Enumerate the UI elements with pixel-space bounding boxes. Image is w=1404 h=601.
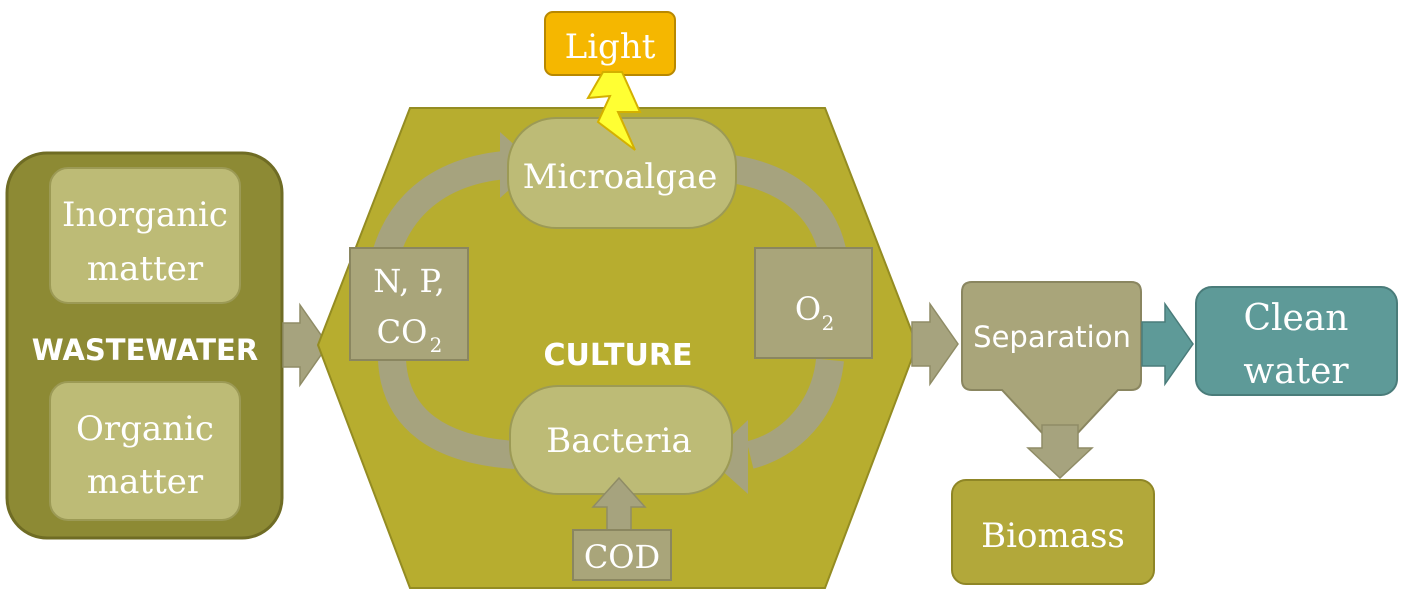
organic-matter-label-line1: Organic (76, 409, 214, 449)
culture-panel: Microalgae Bacteria N, P, CO 2 O 2 CULTU… (316, 107, 919, 589)
inorganic-matter-label-line1: Inorganic (62, 195, 228, 235)
arrow-to-separation (911, 301, 959, 387)
biomass-label: Biomass (981, 516, 1125, 556)
cod-label: COD (584, 538, 660, 576)
separation-label: Separation (973, 320, 1131, 354)
microalgae-label: Microalgae (523, 157, 718, 197)
biomass-box (951, 479, 1155, 585)
arrow-to-clean-water (1141, 301, 1194, 387)
inorganic-matter-box (49, 167, 241, 304)
oxygen-box (754, 247, 873, 359)
arrow-to-culture (282, 302, 329, 388)
inorganic-matter-label-line2: matter (87, 249, 204, 289)
oxygen-subscript: 2 (822, 311, 835, 335)
nutrients-label-line1: N, P, (373, 262, 445, 300)
arrow-to-biomass (1026, 424, 1094, 480)
cycle-arrow-right-upper (722, 154, 846, 254)
bacteria-label: Bacteria (546, 421, 691, 461)
cycle-arrow-right-lower (746, 358, 844, 469)
microalgae-box (507, 117, 737, 229)
nutrients-label-line2: CO (377, 313, 428, 351)
light-label: Light (565, 27, 656, 67)
culture-title: CULTURE (544, 338, 693, 373)
nutrients-co2-subscript: 2 (430, 333, 443, 357)
cycle-arrow-left-lower (378, 358, 517, 469)
clean-water-box (1195, 286, 1398, 396)
oxygen-label: O (795, 290, 821, 328)
light-source: Light (544, 11, 676, 151)
cod-arrow (591, 476, 647, 533)
nutrients-box (349, 247, 469, 361)
wastewater-title: WASTEWATER (32, 333, 258, 367)
organic-matter-box (49, 381, 241, 521)
separation-funnel (961, 281, 1142, 454)
lightning-bolt-icon (586, 71, 642, 151)
culture-hexagon (316, 107, 919, 589)
cod-box (572, 529, 672, 581)
separation-panel: Separation (961, 281, 1142, 454)
clean-water-label-line1: Clean (1243, 298, 1348, 339)
organic-matter-label-line2: matter (87, 462, 204, 502)
wastewater-panel: Inorganic matter WASTEWATER Organic matt… (5, 151, 284, 540)
clean-water-label-line2: water (1243, 351, 1349, 392)
